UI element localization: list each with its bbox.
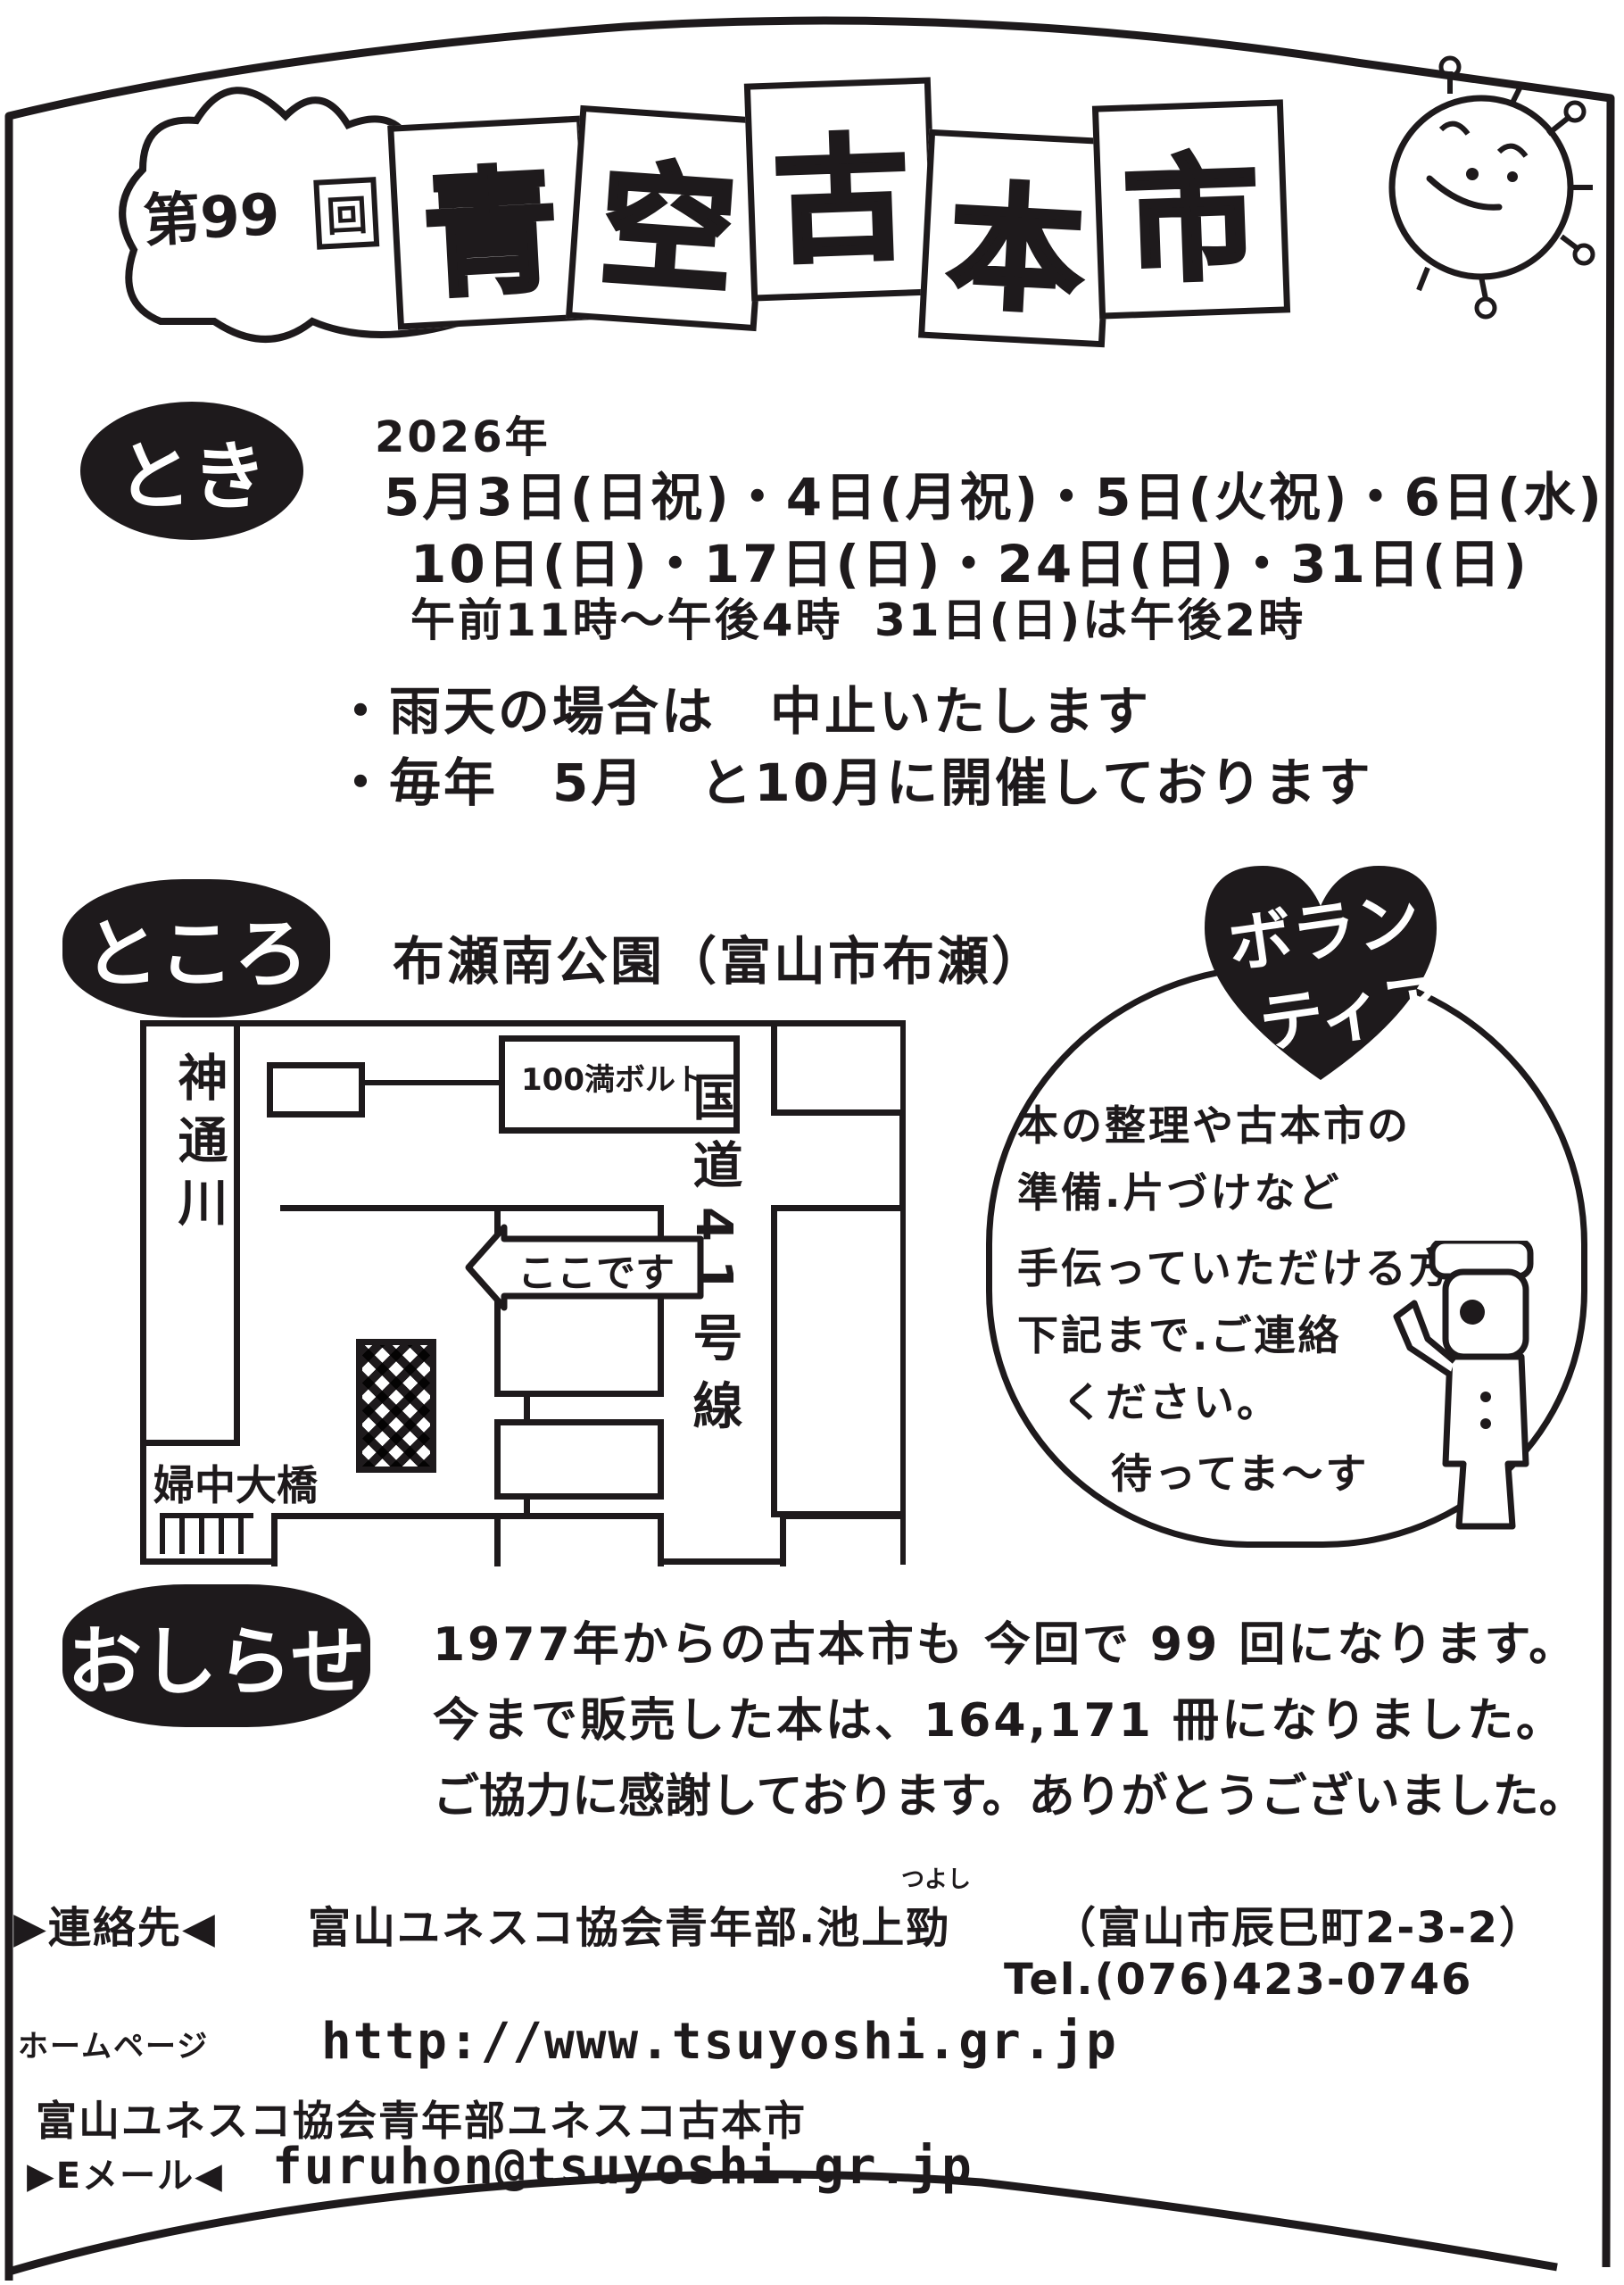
- header-cloud: [119, 87, 468, 343]
- email-label: ▶Eメール◀: [27, 2156, 224, 2197]
- map-block-bottom: [271, 1513, 530, 1566]
- contact-label: ▶連絡先◀: [13, 1903, 217, 1953]
- homepage-link[interactable]: http://www.tsuyoshi.gr.jp: [321, 2013, 1118, 2071]
- bridge-label: 婦中大橋: [153, 1461, 318, 1509]
- park-hatched-area: [356, 1339, 436, 1473]
- smiling-sun-icon: [1388, 55, 1595, 320]
- waving-man-icon: [1393, 1241, 1534, 1530]
- river-area: [146, 1026, 240, 1446]
- bullet-icon: ・: [335, 752, 390, 813]
- contact-address: （富山市辰巳町2-3-2）: [1053, 1903, 1545, 1953]
- shop-pointer-line: [360, 1080, 503, 1085]
- news-line: 今まで販売した本は、164,171 冊になりました。: [433, 1694, 1565, 1748]
- map-block: [267, 1062, 365, 1118]
- shop-label: 100満ボルト: [521, 1062, 706, 1098]
- venue: 布瀬南公園（富山市布瀬）: [393, 931, 1047, 992]
- news-badge: おしらせ: [62, 1584, 370, 1727]
- heart-icon: [1205, 866, 1437, 1080]
- shop-block: [499, 1035, 740, 1134]
- news-line: 1977年からの古本市も 今回で 99 回になります。: [433, 1618, 1578, 1672]
- when-badge: とき: [80, 402, 303, 540]
- title-char-4: 本: [918, 129, 1115, 348]
- year: 2026年: [375, 412, 551, 462]
- hours: 午前11時～午後4時: [410, 594, 843, 646]
- note-schedule: ・毎年 5月 と10月に開催しております: [335, 752, 1373, 813]
- map-block-center-lower: [494, 1419, 664, 1500]
- title-char-5: 市: [1091, 99, 1291, 320]
- volunteer-line: 本の整理や古本市の: [1017, 1101, 1411, 1150]
- title-char-3: 古: [743, 77, 939, 302]
- bridge-icon: [160, 1513, 253, 1554]
- here-arrow-icon: [465, 1224, 704, 1311]
- issue-number: 第99 回: [141, 163, 380, 259]
- triangle-left-icon: ◀: [195, 2156, 224, 2197]
- triangle-right-icon: ▶: [27, 2156, 56, 2197]
- note-rain: ・雨天の場合は 中止いたします: [335, 681, 1152, 742]
- location-map: 神通川 100満ボルト 国道41号線 婦中大橋: [140, 1020, 906, 1566]
- triangle-right-icon: ▶: [13, 1903, 48, 1953]
- triangle-left-icon: ◀: [181, 1903, 217, 1953]
- volunteer-line: 下記まで.ご連絡: [1017, 1311, 1342, 1359]
- title-char-2: 空: [565, 104, 772, 332]
- bullet-icon: ・: [335, 681, 390, 742]
- map-block-bottom: [494, 1513, 664, 1566]
- volunteer-line: 手伝っていただける方: [1017, 1244, 1453, 1292]
- news-line: ご協力に感謝しております。ありがとうございました。: [433, 1770, 1586, 1824]
- dates-line-1: 5月3日(日祝)・4日(月祝)・5日(火祝)・6日(水): [384, 467, 1604, 528]
- dates-line-2: 10日(日)・17日(日)・24日(日)・31日(日): [410, 534, 1529, 594]
- email-link[interactable]: furuhon@tsuyoshi.gr.jp: [272, 2138, 974, 2196]
- name-ruby: つよし: [901, 1866, 972, 1893]
- here-label: ここです: [518, 1251, 675, 1296]
- volunteer-line: 準備.片づけなど: [1017, 1168, 1342, 1217]
- map-block-right-top: [771, 1026, 900, 1116]
- contact-tel: Tel.(076)423-0746: [1004, 1955, 1473, 2005]
- map-block-right: [771, 1205, 900, 1517]
- title-char-1: 青: [387, 115, 593, 330]
- hours-note: 31日(日)は午後2時: [874, 594, 1306, 646]
- homepage-label: ホームページ: [18, 2029, 210, 2065]
- river-label: 神通川: [170, 1051, 228, 1239]
- where-badge: ところ: [62, 879, 330, 1018]
- map-block-bottom: [780, 1513, 900, 1566]
- contact-organization: 富山ユネスコ協会青年部.池上勁: [308, 1903, 951, 1953]
- volunteer-line: 待ってま～す: [1111, 1450, 1370, 1498]
- volunteer-line: ください。: [1062, 1378, 1280, 1426]
- homepage-name: 富山ユネスコ協会青年部ユネスコ古本市: [36, 2097, 807, 2145]
